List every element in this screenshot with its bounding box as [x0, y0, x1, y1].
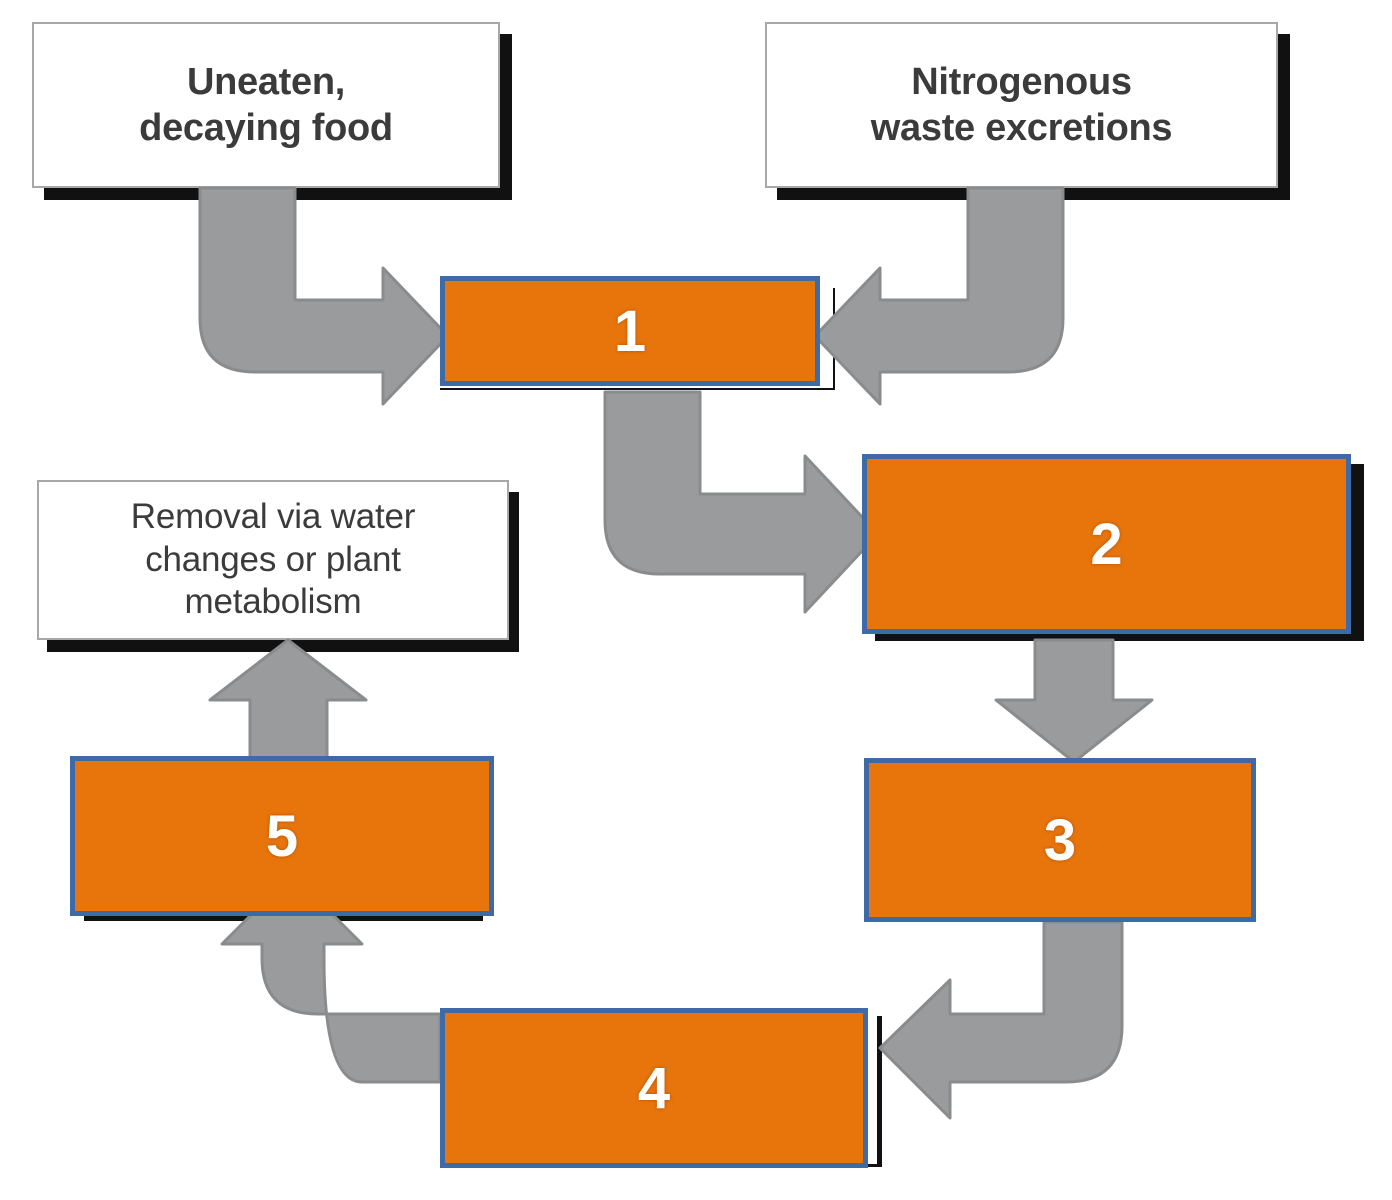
label-text-uneaten-food: Uneaten, decaying food [139, 60, 393, 149]
step-number-1: 1 [613, 298, 647, 364]
arrow-waste-to-1 [813, 186, 1065, 406]
label-box-uneaten-food: Uneaten, decaying food [32, 22, 500, 188]
step-number-5: 5 [265, 803, 299, 869]
step-number-3: 3 [1043, 807, 1077, 873]
step-box-1[interactable]: 1 [440, 276, 820, 386]
arrow-1-to-2 [603, 390, 880, 614]
label-text-nitrogenous-waste: Nitrogenous waste excretions [870, 60, 1173, 149]
step-box-4[interactable]: 4 [440, 1008, 868, 1168]
arrow-2-to-3 [994, 638, 1154, 764]
arrow-5-to-removal [208, 638, 368, 760]
label-box-nitrogenous-waste: Nitrogenous waste excretions [765, 22, 1278, 188]
arrow-uneaten-to-1 [198, 186, 450, 406]
step-box-5[interactable]: 5 [70, 756, 494, 916]
step-box-3[interactable]: 3 [864, 758, 1256, 922]
step-number-4: 4 [637, 1055, 671, 1121]
label-text-removal: Removal via water changes or plant metab… [130, 496, 416, 622]
label-box-removal: Removal via water changes or plant metab… [37, 480, 509, 640]
arrow-3-to-4 [878, 920, 1124, 1120]
step-box-2[interactable]: 2 [862, 454, 1351, 634]
step-number-2: 2 [1090, 511, 1123, 577]
